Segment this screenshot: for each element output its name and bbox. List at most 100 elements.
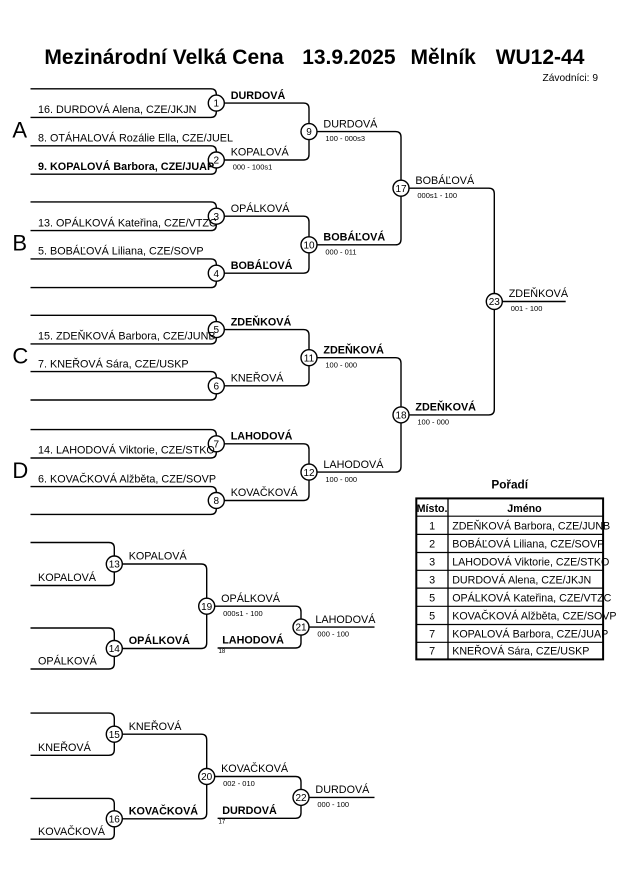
svg-text:1: 1	[429, 521, 435, 533]
svg-text:100 - 000s3: 100 - 000s3	[325, 134, 365, 143]
svg-text:KOVAČKOVÁ: KOVAČKOVÁ	[129, 805, 199, 818]
svg-text:100 - 000: 100 - 000	[417, 418, 449, 427]
svg-text:B: B	[12, 231, 27, 256]
svg-text:100 - 000: 100 - 000	[325, 360, 357, 369]
svg-text:12: 12	[303, 468, 315, 479]
svg-text:WU12-44: WU12-44	[496, 46, 585, 69]
svg-text:000 - 100: 000 - 100	[317, 630, 349, 639]
svg-text:16. DURDOVÁ Alena, CZE/JKJN: 16. DURDOVÁ Alena, CZE/JKJN	[38, 103, 196, 116]
svg-text:LAHODOVÁ: LAHODOVÁ	[222, 634, 284, 647]
svg-text:OPÁLKOVÁ Kateřina, CZE/VTZC: OPÁLKOVÁ Kateřina, CZE/VTZC	[452, 592, 611, 605]
svg-text:18: 18	[395, 411, 407, 422]
svg-text:OPÁLKOVÁ: OPÁLKOVÁ	[129, 634, 190, 647]
svg-text:15: 15	[109, 730, 121, 741]
svg-text:LAHODOVÁ: LAHODOVÁ	[323, 458, 384, 471]
svg-text:ZDEŇKOVÁ: ZDEŇKOVÁ	[415, 401, 476, 414]
svg-text:6: 6	[214, 381, 220, 392]
svg-text:14. LAHODOVÁ Viktorie, CZE/STK: 14. LAHODOVÁ Viktorie, CZE/STKO	[38, 444, 215, 457]
svg-text:Mělník: Mělník	[411, 46, 477, 69]
svg-text:000 - 011: 000 - 011	[325, 247, 356, 256]
svg-text:20: 20	[201, 772, 213, 783]
svg-text:ZDEŇKOVÁ: ZDEŇKOVÁ	[231, 315, 292, 328]
svg-text:3: 3	[214, 212, 220, 223]
svg-text:DURDOVÁ: DURDOVÁ	[323, 117, 378, 130]
svg-text:14: 14	[109, 644, 121, 655]
svg-text:5: 5	[429, 611, 435, 623]
svg-text:Místo.: Místo.	[417, 503, 448, 515]
svg-text:9. KOPALOVÁ Barbora, CZE/JUAP: 9. KOPALOVÁ Barbora, CZE/JUAP	[38, 160, 214, 173]
svg-text:13.9.2025: 13.9.2025	[302, 46, 396, 69]
svg-text:BOBÁĽOVÁ: BOBÁĽOVÁ	[415, 174, 475, 187]
svg-text:KOVAČKOVÁ Alžběta, CZE/SOVP: KOVAČKOVÁ Alžběta, CZE/SOVP	[452, 610, 616, 623]
svg-text:DURDOVÁ: DURDOVÁ	[222, 804, 277, 817]
svg-text:100 - 000: 100 - 000	[325, 475, 357, 484]
svg-text:ZDEŇKOVÁ Barbora, CZE/JUNB: ZDEŇKOVÁ Barbora, CZE/JUNB	[452, 520, 610, 533]
svg-text:2: 2	[429, 539, 435, 551]
svg-text:DURDOVÁ: DURDOVÁ	[231, 89, 286, 102]
svg-text:KNEŘOVÁ: KNEŘOVÁ	[129, 720, 183, 733]
svg-text:6. KOVAČKOVÁ Alžběta, CZE/SOVP: 6. KOVAČKOVÁ Alžběta, CZE/SOVP	[38, 472, 216, 485]
svg-text:Mezinárodní Velká Cena: Mezinárodní Velká Cena	[44, 46, 284, 69]
svg-text:KOVAČKOVÁ: KOVAČKOVÁ	[38, 825, 106, 838]
svg-text:3: 3	[429, 557, 435, 569]
svg-text:10: 10	[303, 240, 315, 251]
svg-text:9: 9	[306, 127, 312, 138]
svg-text:KOPALOVÁ: KOPALOVÁ	[231, 146, 290, 159]
svg-text:7: 7	[214, 439, 220, 450]
svg-text:000 - 100: 000 - 100	[317, 800, 349, 809]
svg-text:19: 19	[201, 602, 213, 613]
svg-text:2: 2	[214, 156, 220, 167]
svg-text:KNEŘOVÁ: KNEŘOVÁ	[38, 741, 92, 754]
svg-text:LAHODOVÁ: LAHODOVÁ	[231, 430, 293, 443]
svg-text:A: A	[12, 117, 27, 142]
svg-text:Závodníci: 9: Závodníci: 9	[543, 73, 599, 84]
svg-text:OPÁLKOVÁ: OPÁLKOVÁ	[38, 655, 98, 668]
svg-text:8: 8	[214, 496, 220, 507]
svg-text:7: 7	[429, 629, 435, 641]
svg-text:OPÁLKOVÁ: OPÁLKOVÁ	[221, 592, 281, 605]
svg-text:KOPALOVÁ: KOPALOVÁ	[129, 550, 188, 563]
svg-text:Pořadí: Pořadí	[491, 477, 528, 491]
svg-text:002 - 010: 002 - 010	[223, 779, 255, 788]
svg-text:Jméno: Jméno	[507, 503, 542, 515]
svg-text:15. ZDEŇKOVÁ Barbora, CZE/JUNB: 15. ZDEŇKOVÁ Barbora, CZE/JUNB	[38, 330, 216, 343]
svg-text:KOPALOVÁ: KOPALOVÁ	[38, 571, 97, 584]
svg-text:23: 23	[489, 297, 501, 308]
svg-text:7: 7	[429, 646, 435, 658]
svg-text:000s1 - 100: 000s1 - 100	[417, 191, 457, 200]
svg-text:18: 18	[219, 649, 226, 655]
svg-text:000s1 - 100: 000s1 - 100	[223, 609, 263, 618]
svg-text:17: 17	[219, 820, 226, 826]
svg-text:KOVAČKOVÁ: KOVAČKOVÁ	[221, 762, 289, 775]
svg-text:C: C	[12, 343, 28, 368]
svg-text:8. OTÁHALOVÁ Rozálie Ella, CZE: 8. OTÁHALOVÁ Rozálie Ella, CZE/JUEL	[38, 132, 233, 145]
svg-text:DURDOVÁ: DURDOVÁ	[315, 783, 370, 796]
svg-text:LAHODOVÁ: LAHODOVÁ	[315, 613, 376, 626]
svg-text:KOVAČKOVÁ: KOVAČKOVÁ	[231, 486, 299, 499]
svg-text:7. KNEŘOVÁ Sára, CZE/USKP: 7. KNEŘOVÁ Sára, CZE/USKP	[38, 357, 189, 370]
svg-text:1: 1	[214, 99, 220, 110]
svg-text:D: D	[12, 458, 28, 483]
svg-text:KNEŘOVÁ Sára, CZE/USKP: KNEŘOVÁ Sára, CZE/USKP	[452, 645, 589, 658]
svg-text:DURDOVÁ Alena, CZE/JKJN: DURDOVÁ Alena, CZE/JKJN	[452, 573, 591, 586]
svg-text:KNEŘOVÁ: KNEŘOVÁ	[231, 372, 285, 385]
svg-text:BOBÁĽOVÁ Liliana, CZE/SOVP: BOBÁĽOVÁ Liliana, CZE/SOVP	[452, 538, 604, 551]
svg-text:000 - 100s1: 000 - 100s1	[233, 163, 273, 172]
svg-text:13. OPÁLKOVÁ Kateřina, CZE/VTZ: 13. OPÁLKOVÁ Kateřina, CZE/VTZC	[38, 216, 217, 229]
svg-text:ZDEŇKOVÁ: ZDEŇKOVÁ	[323, 343, 384, 356]
svg-text:13: 13	[109, 560, 121, 571]
svg-text:ZDEŇKOVÁ: ZDEŇKOVÁ	[509, 287, 569, 300]
svg-text:22: 22	[295, 793, 307, 804]
svg-text:LAHODOVÁ Viktorie, CZE/STKO: LAHODOVÁ Viktorie, CZE/STKO	[452, 556, 609, 569]
svg-text:5. BOBÁĽOVÁ Liliana, CZE/SOVP: 5. BOBÁĽOVÁ Liliana, CZE/SOVP	[38, 245, 204, 258]
svg-text:16: 16	[109, 814, 121, 825]
svg-text:21: 21	[295, 623, 307, 634]
svg-text:BOBÁĽOVÁ: BOBÁĽOVÁ	[231, 259, 293, 272]
svg-text:OPÁLKOVÁ: OPÁLKOVÁ	[231, 202, 291, 215]
svg-text:BOBÁĽOVÁ: BOBÁĽOVÁ	[323, 230, 385, 243]
svg-text:11: 11	[304, 353, 315, 364]
svg-text:4: 4	[214, 269, 220, 280]
svg-text:5: 5	[429, 593, 435, 605]
svg-text:5: 5	[214, 325, 220, 336]
svg-text:17: 17	[395, 184, 407, 195]
